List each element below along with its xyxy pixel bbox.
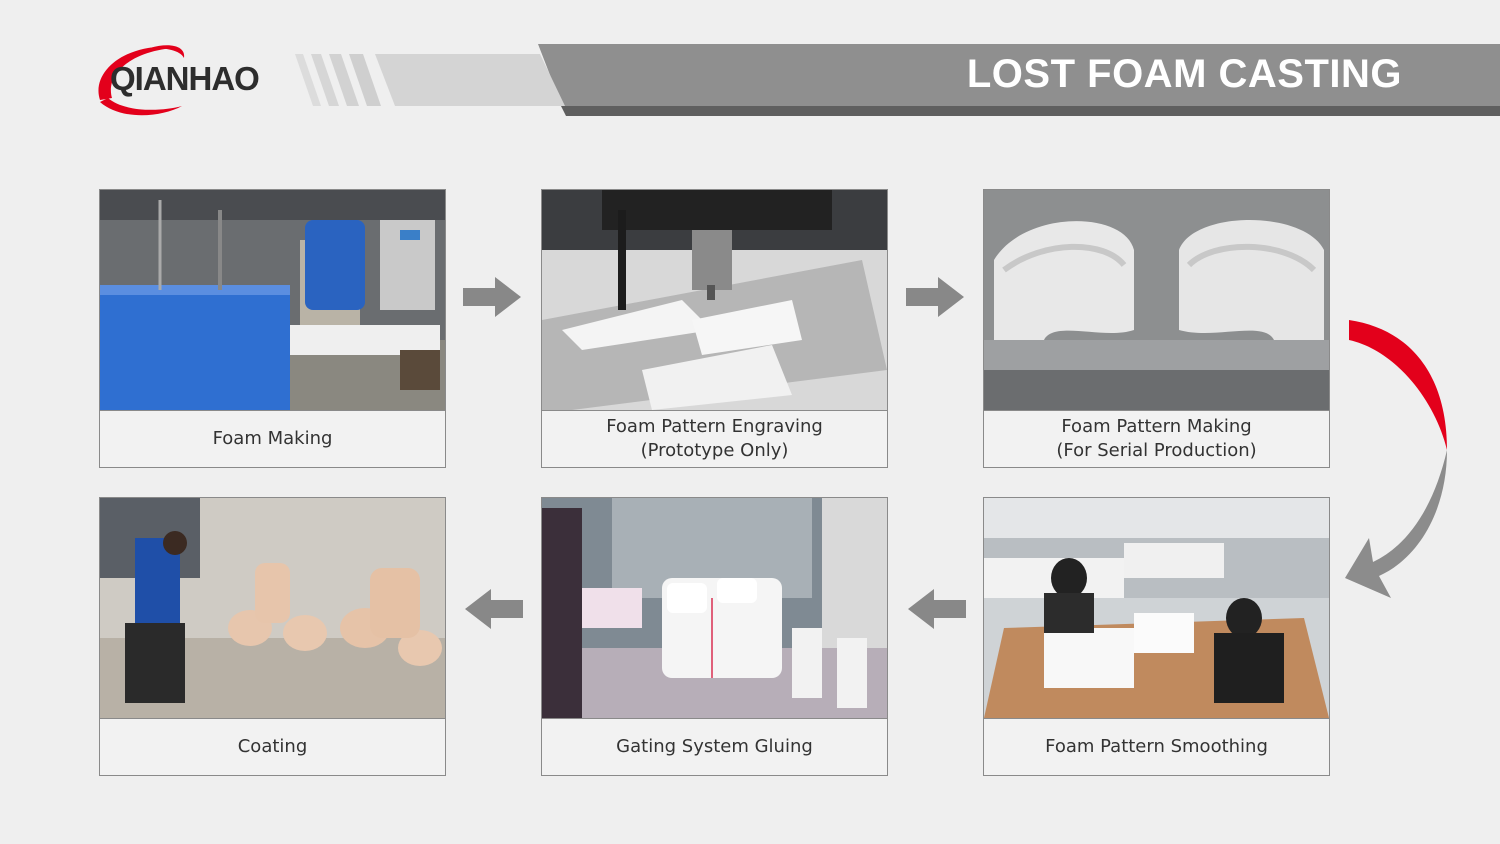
- arrow-right-icon: [463, 275, 523, 319]
- step-card-foam-pattern-engraving: Foam Pattern Engraving (Prototype Only): [541, 189, 888, 468]
- header-stripes: [295, 54, 585, 106]
- step-caption: Coating: [100, 719, 445, 775]
- step-card-foam-pattern-making: Foam Pattern Making (For Serial Producti…: [983, 189, 1330, 468]
- step-card-coating: Coating: [99, 497, 446, 776]
- gating-system-gluing-photo: [542, 498, 887, 719]
- step-card-gating-system-gluing: Gating System Gluing: [541, 497, 888, 776]
- caption-line: Foam Pattern Smoothing: [1045, 736, 1268, 757]
- foam-making-photo: [100, 190, 445, 411]
- step-caption: Foam Pattern Smoothing: [984, 719, 1329, 775]
- caption-line: (Prototype Only): [640, 440, 789, 461]
- page-title: LOST FOAM CASTING: [966, 52, 1402, 96]
- coating-photo: [100, 498, 445, 719]
- foam-pattern-engraving-photo: [542, 190, 887, 411]
- foam-pattern-making-photo: [984, 190, 1329, 411]
- step-caption: Foam Pattern Making (For Serial Producti…: [984, 411, 1329, 467]
- arrow-left-icon: [906, 587, 966, 631]
- step-caption: Gating System Gluing: [542, 719, 887, 775]
- foam-pattern-smoothing-photo: [984, 498, 1329, 719]
- caption-line: Gating System Gluing: [616, 736, 813, 757]
- logo-swoosh-icon: [98, 45, 185, 116]
- logo: QIANHAO: [90, 40, 280, 120]
- step-card-foam-pattern-smoothing: Foam Pattern Smoothing: [983, 497, 1330, 776]
- caption-line: Foam Pattern Making: [1061, 416, 1252, 437]
- step-card-foam-making: Foam Making: [99, 189, 446, 468]
- caption-line: (For Serial Production): [1056, 440, 1257, 461]
- caption-line: Foam Making: [212, 428, 333, 449]
- caption-line: Coating: [237, 736, 308, 757]
- logo-text: QIANHAO: [110, 60, 260, 97]
- curved-arrow-icon: [1335, 310, 1465, 610]
- step-caption: Foam Pattern Engraving (Prototype Only): [542, 411, 887, 467]
- caption-line: Foam Pattern Engraving: [606, 416, 823, 437]
- arrow-left-icon: [463, 587, 523, 631]
- arrow-right-icon: [906, 275, 966, 319]
- step-caption: Foam Making: [100, 411, 445, 467]
